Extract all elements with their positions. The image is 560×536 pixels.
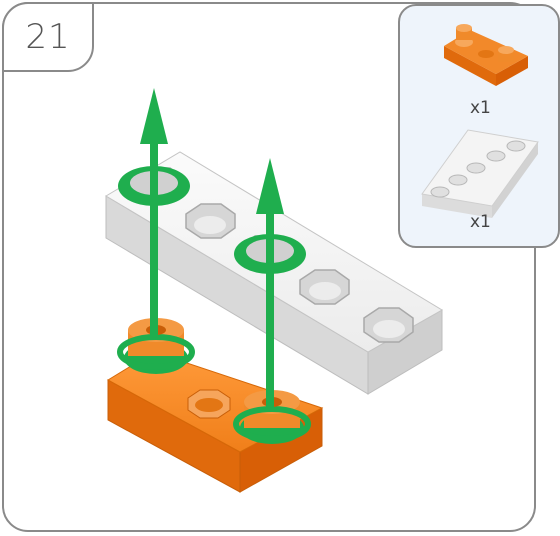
green-arrows xyxy=(140,88,284,410)
parts-list-panel: x1 x1 xyxy=(398,4,560,248)
parts-illustrations xyxy=(421,24,539,218)
white-beam-thumb xyxy=(421,129,539,218)
step-number: 21 xyxy=(25,17,71,57)
orange-connector-thumb xyxy=(444,24,528,86)
part-quantity-white: x1 xyxy=(470,212,491,232)
step-number-badge: 21 xyxy=(2,2,94,72)
part-quantity-orange: x1 xyxy=(470,98,491,118)
